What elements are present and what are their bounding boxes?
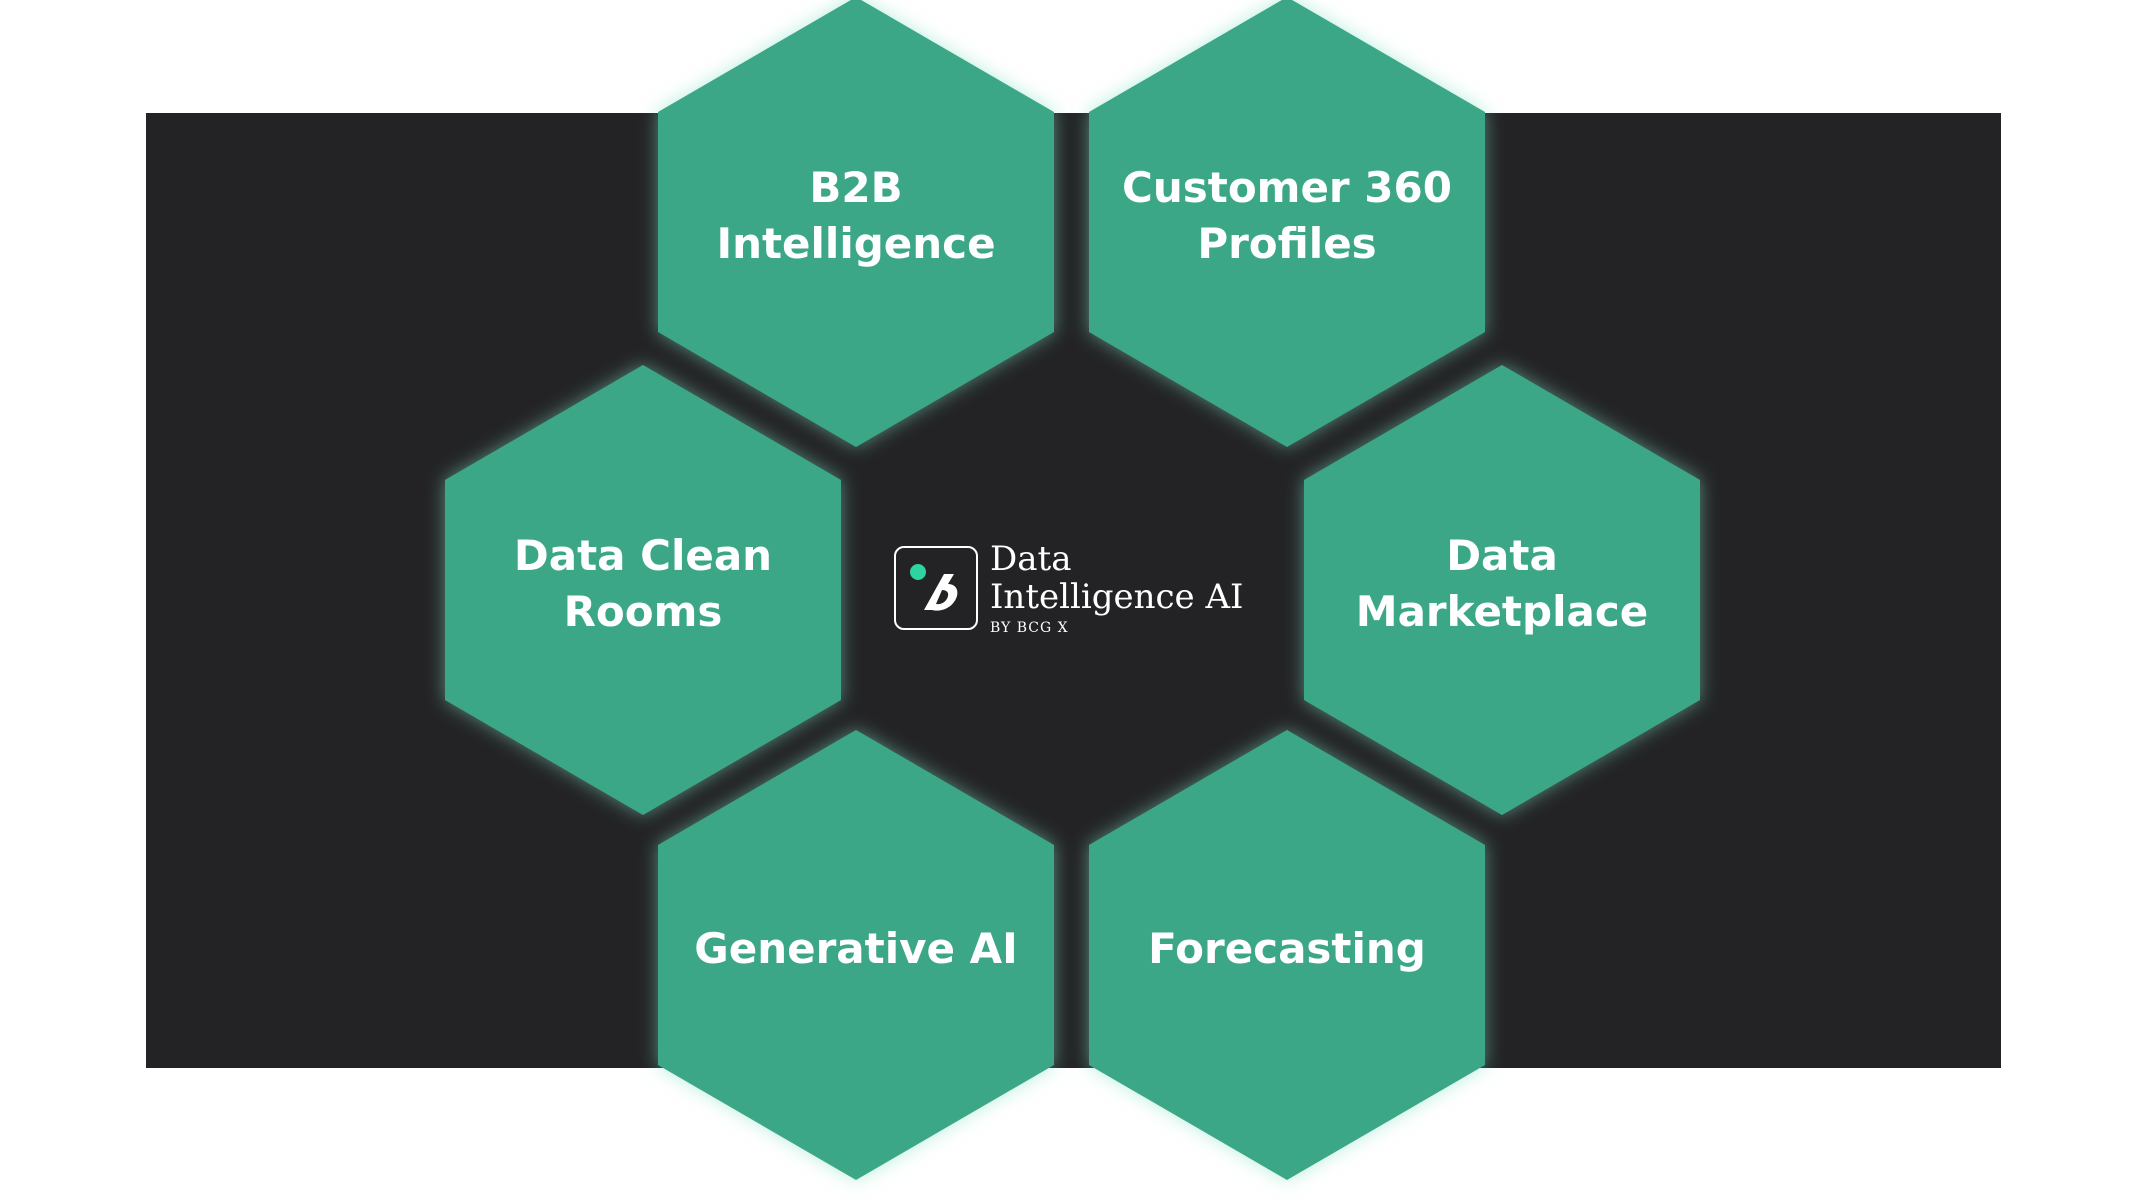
hexagon-dcr <box>445 365 841 815</box>
logo-badge-icon <box>894 546 978 630</box>
logo-title-line2: Intelligence AI <box>990 577 1244 617</box>
hexagon-label-genai: Generative AI <box>694 924 1018 973</box>
hexagon-label-dcr: Data Clean Rooms <box>513 531 773 636</box>
logo-title-line1: Data <box>990 539 1072 579</box>
hexagon-market <box>1304 365 1700 815</box>
logo-byline: BY BCG X <box>990 620 1069 636</box>
center-logo: Data Intelligence AI BY BCG X <box>894 538 1243 638</box>
logo-mark-icon <box>924 574 958 611</box>
hexagon-c360 <box>1089 0 1485 447</box>
hexagon-genai <box>658 730 1054 1180</box>
hexagon-label-market: Data Marketplace <box>1355 531 1649 636</box>
hexagon-label-b2b: B2B Intelligence <box>716 163 996 268</box>
hexagon-label-c360: Customer 360 Profiles <box>1122 163 1452 268</box>
hexagon-forecast <box>1089 730 1485 1180</box>
hexagon-b2b <box>658 0 1054 447</box>
logo-dot-icon <box>910 564 926 580</box>
hexagon-label-forecast: Forecasting <box>1148 924 1426 973</box>
